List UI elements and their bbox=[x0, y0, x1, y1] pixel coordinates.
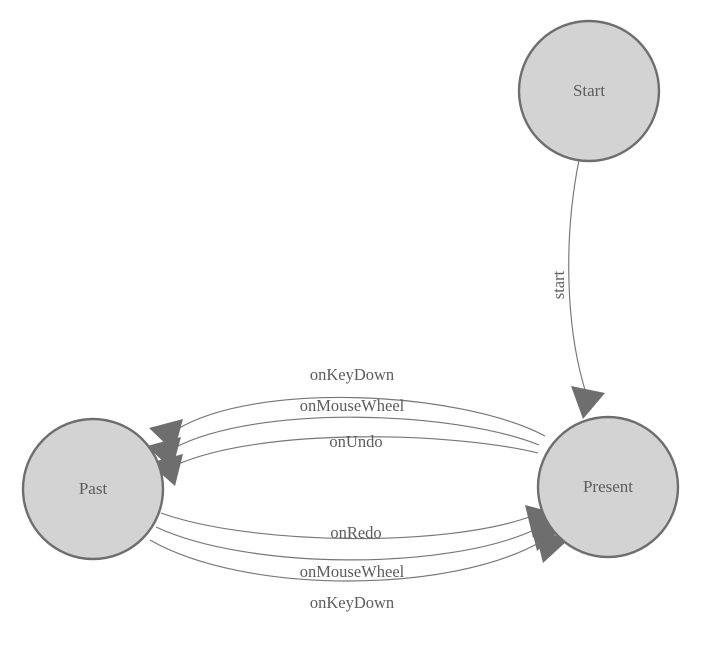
state-node-present[interactable]: Present bbox=[536, 415, 680, 559]
edge-present-to-past-undo-path bbox=[175, 436, 539, 466]
edge-start-to-present-arrowhead bbox=[571, 386, 605, 419]
edge-label-present-past-undo: onUndo bbox=[329, 432, 382, 451]
edge-label-present-past-keydown: onKeyDown bbox=[310, 365, 394, 384]
edge-label-present-past-mousewheel: onMouseWheel bbox=[300, 396, 405, 415]
edge-past-to-present-keydown-path bbox=[149, 539, 543, 582]
edge-label-start: start bbox=[549, 270, 568, 299]
edge-past-to-present-mousewheel-path bbox=[155, 526, 537, 561]
edge-label-past-present-mousewheel: onMouseWheel bbox=[300, 562, 405, 581]
edge-present-to-past-keydown-path bbox=[175, 396, 546, 437]
state-node-start-circle bbox=[517, 19, 661, 163]
edge-start-to-present-path bbox=[568, 159, 587, 394]
state-node-past-circle bbox=[21, 417, 165, 561]
state-node-start[interactable]: Start bbox=[517, 19, 661, 163]
state-node-past-label: Past bbox=[79, 479, 108, 498]
state-node-present-circle bbox=[536, 415, 680, 559]
state-node-present-label: Present bbox=[583, 477, 633, 496]
edge-past-to-present-redo-path bbox=[160, 512, 533, 540]
edge-past-to-present-keydown[interactable]: onKeyDown bbox=[149, 530, 569, 612]
edge-start-to-present[interactable]: start bbox=[549, 159, 605, 419]
state-node-start-label: Start bbox=[573, 81, 605, 100]
edge-present-to-past-undo[interactable]: onUndo bbox=[149, 432, 539, 486]
edge-present-to-past-mousewheel-path bbox=[173, 416, 540, 449]
state-node-past[interactable]: Past bbox=[21, 417, 165, 561]
edge-label-past-present-keydown: onKeyDown bbox=[310, 593, 394, 612]
edge-past-to-present-redo[interactable]: onRedo bbox=[160, 505, 559, 542]
edge-label-past-present-redo: onRedo bbox=[330, 523, 381, 542]
